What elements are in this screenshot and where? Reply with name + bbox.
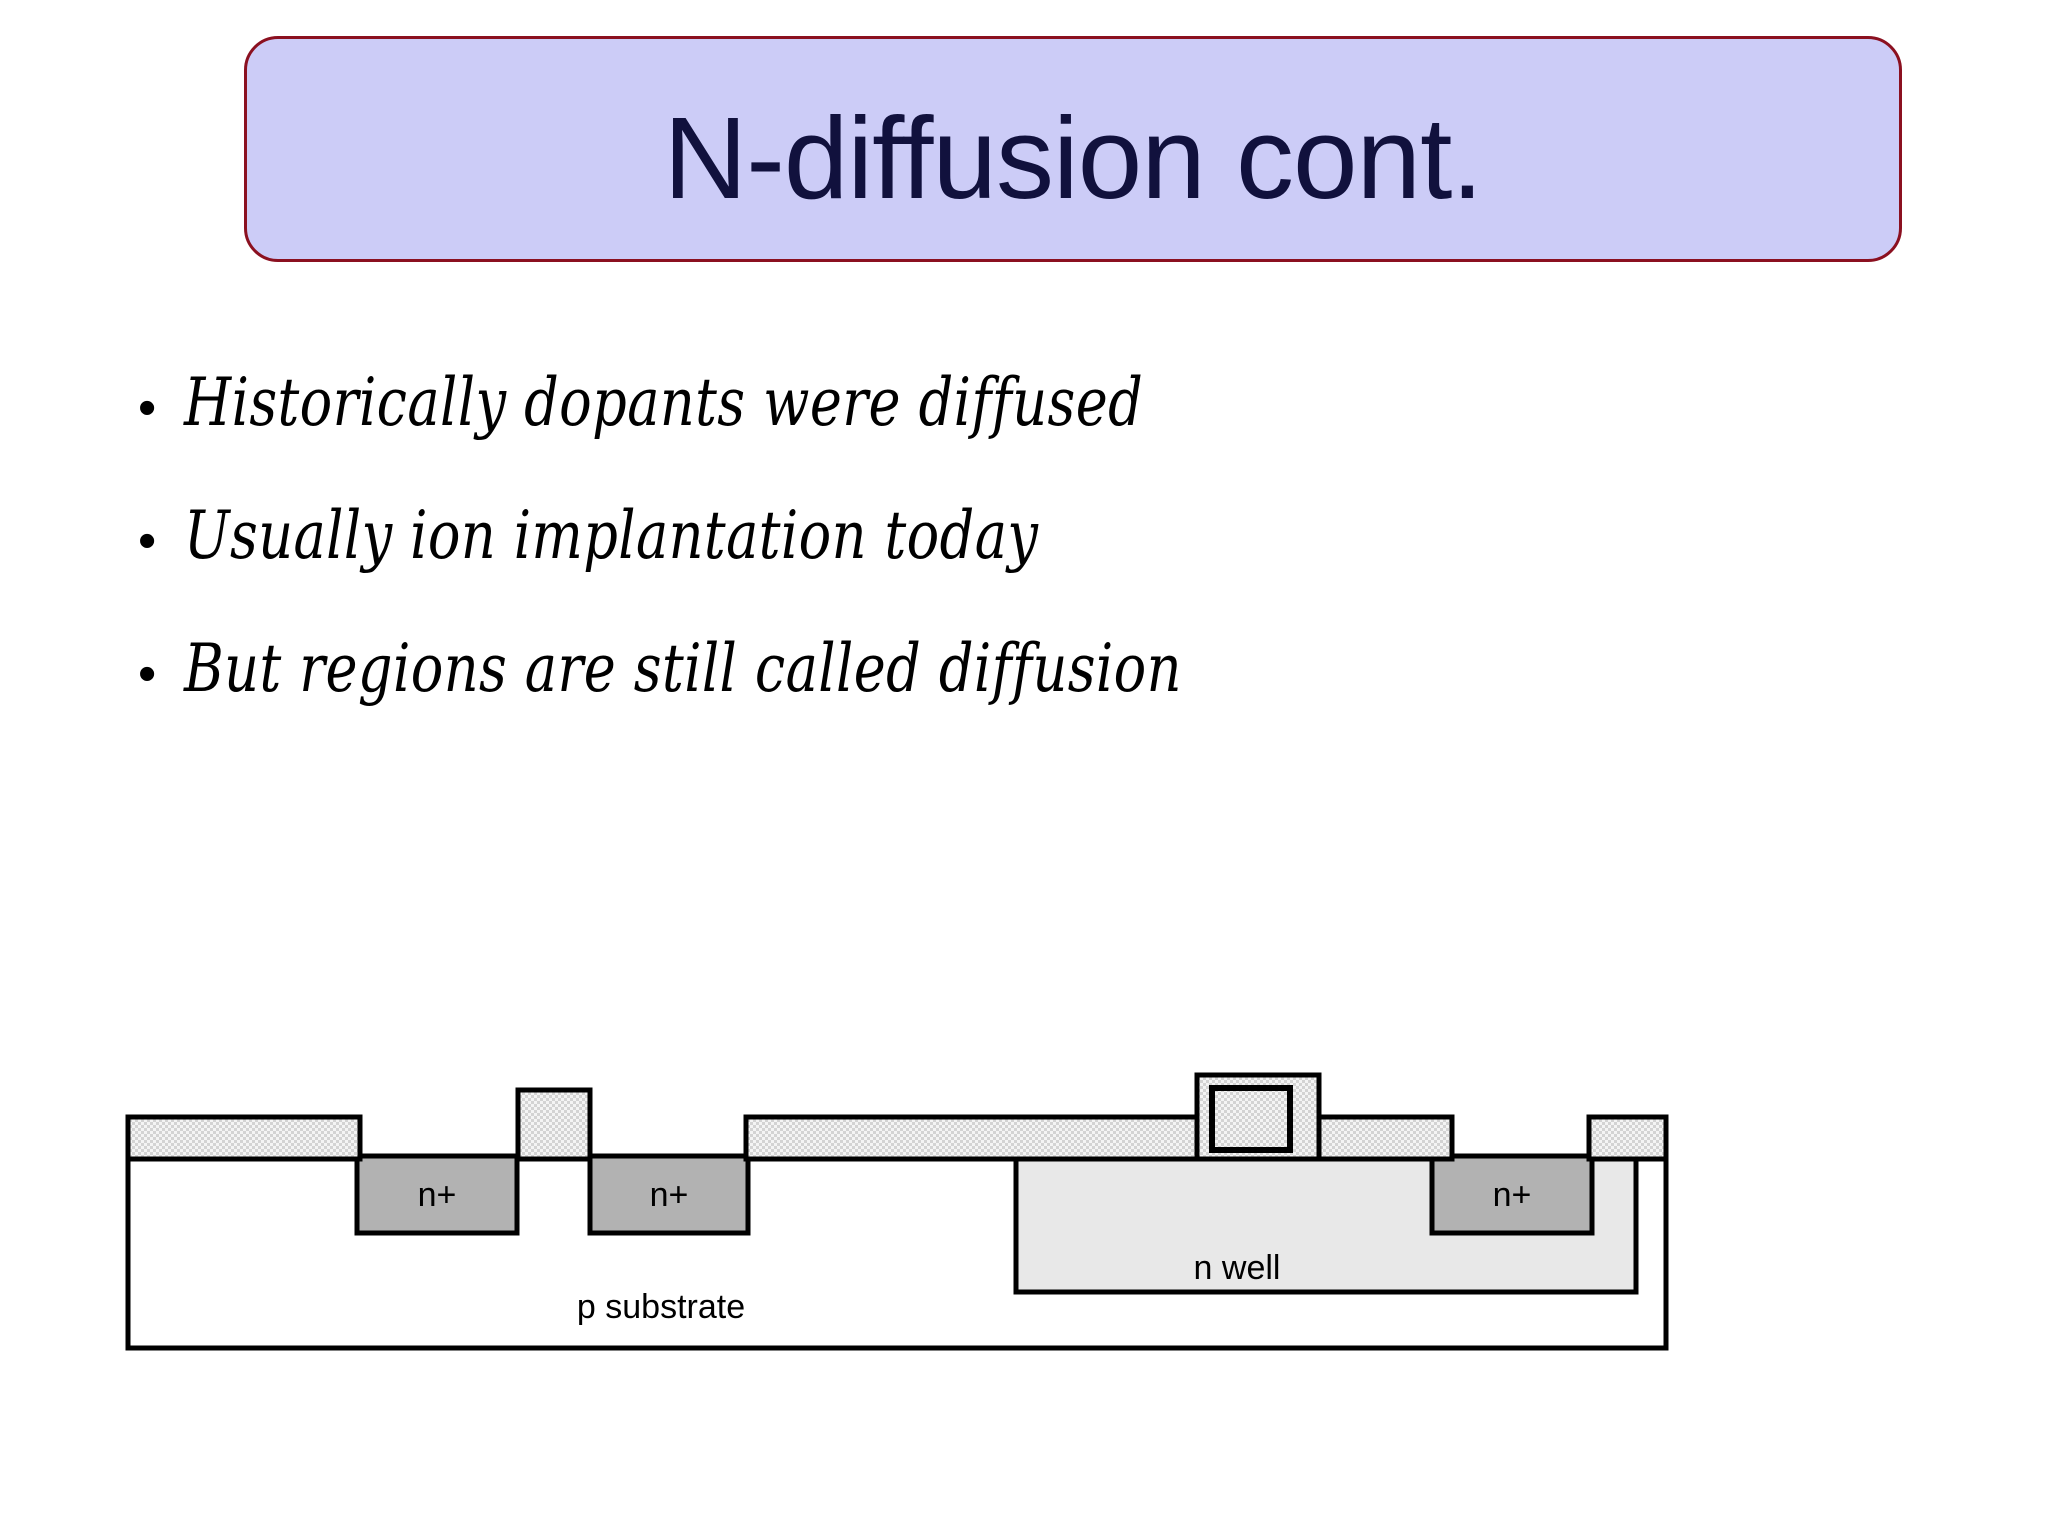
list-item: • Usually ion implantation today xyxy=(138,503,1638,636)
page-title: N-diffusion cont. xyxy=(663,93,1483,223)
field-oxide-right xyxy=(1586,1114,1669,1162)
bullet-list: • Historically dopants were diffused • U… xyxy=(138,370,1638,769)
n-plus-drain-label: n+ xyxy=(650,1176,689,1214)
n-plus-source-region xyxy=(354,1153,520,1236)
list-item: • But regions are still called diffusion xyxy=(138,636,1638,769)
field-oxide-center xyxy=(743,1114,1455,1162)
n-plus-source-label: n+ xyxy=(418,1176,457,1214)
bullet-marker-icon: • xyxy=(138,645,157,703)
n-plus-drain-region xyxy=(587,1153,751,1236)
p-substrate-label: p substrate xyxy=(577,1288,745,1326)
n-well-label: n well xyxy=(1194,1249,1281,1287)
bullet-text: But regions are still called diffusion xyxy=(184,630,1182,707)
bullet-text: Usually ion implantation today xyxy=(184,497,1039,574)
n-plus-well-contact-label: n+ xyxy=(1493,1176,1532,1214)
p-substrate-region xyxy=(125,1153,1669,1351)
title-banner: N-diffusion cont. xyxy=(244,36,1902,262)
list-item: • Historically dopants were diffused xyxy=(138,370,1638,503)
gate-nmos xyxy=(515,1087,593,1162)
gate-contact xyxy=(1209,1085,1293,1153)
n-well-region xyxy=(1013,1153,1639,1295)
bullet-marker-icon: • xyxy=(138,512,157,570)
n-plus-well-contact-region xyxy=(1429,1153,1595,1236)
bullet-marker-icon: • xyxy=(138,379,157,437)
field-oxide-left xyxy=(125,1114,363,1162)
bullet-text: Historically dopants were diffused xyxy=(184,364,1144,441)
gate-pmos xyxy=(1194,1072,1322,1162)
